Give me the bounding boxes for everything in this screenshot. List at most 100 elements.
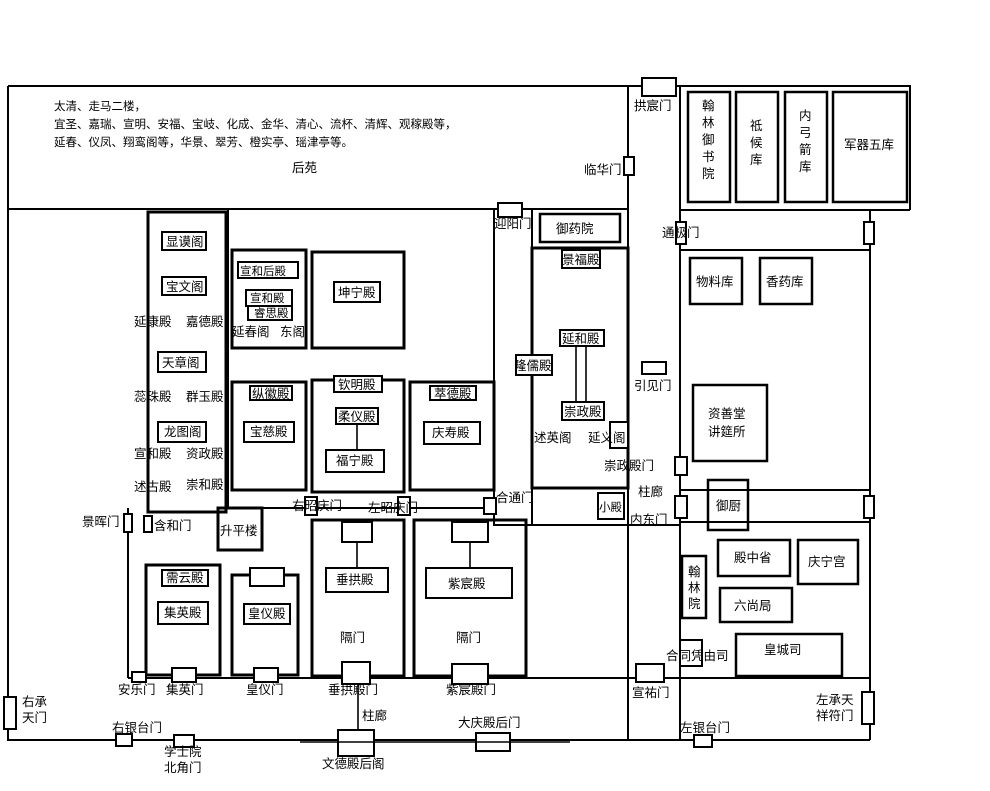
xiao-dian-label: 小殿 bbox=[599, 500, 622, 514]
xuanyou-men-label: 宣祐门 bbox=[632, 685, 670, 700]
xiangyao-ku-label: 香药库 bbox=[766, 274, 804, 289]
youzhao-men-label: 右昭庆门 bbox=[292, 498, 342, 513]
chuigong-dianmen-label: 垂拱殿门 bbox=[328, 682, 378, 697]
neigong-jianku-label-2: 箭 bbox=[799, 142, 812, 157]
xianmo-ge-label: 显谟阁 bbox=[166, 234, 204, 249]
huangcheng-si-box bbox=[734, 632, 844, 678]
dong-ge-label: 东阁 bbox=[280, 324, 305, 339]
neigong-jianku-label-0: 内 bbox=[799, 108, 812, 123]
hanlin-yuan-box bbox=[680, 554, 708, 620]
anle-men-label: 安乐门 bbox=[118, 682, 156, 697]
wende-houge-block bbox=[337, 729, 375, 757]
qingshou-pavilion bbox=[423, 421, 481, 445]
yuchu-box bbox=[706, 478, 750, 532]
xueshi-gate-block bbox=[173, 734, 195, 748]
neigong-jianku-box bbox=[783, 90, 829, 204]
hetong-pingyousi-label: 合同凭由司 bbox=[666, 648, 729, 663]
liushang-ju-label: 六尚局 bbox=[734, 598, 772, 613]
tongji-gate-block-2 bbox=[863, 221, 875, 245]
wuhui-pavilion bbox=[249, 385, 293, 401]
hetong-gate-block bbox=[483, 497, 497, 515]
zishan-tang-box bbox=[691, 383, 769, 463]
shengping-lou-label: 升平楼 bbox=[220, 523, 258, 538]
hanlin-yuan-label-0: 翰 bbox=[688, 564, 701, 579]
hehe-gate-block bbox=[143, 515, 153, 533]
gongchen-men-label: 拱宸门 bbox=[634, 98, 672, 113]
shuying-ge-label: 述英阁 bbox=[534, 430, 572, 445]
funing-dian-label: 福宁殿 bbox=[336, 453, 374, 468]
cuide-dian-label: 萃德殿 bbox=[434, 386, 472, 401]
hanlin-yushuyuan-label-3: 书 bbox=[702, 149, 715, 164]
linhua-men-label: 临华门 bbox=[584, 162, 622, 177]
tongji-men-label: 通极门 bbox=[662, 225, 700, 240]
you-yintai-men-label: 右银台门 bbox=[112, 720, 162, 735]
longtu-pavilion bbox=[157, 421, 207, 443]
hanlin-yushuyuan-box bbox=[686, 90, 732, 204]
yanli-dian-label: 延康殿 bbox=[134, 314, 172, 329]
ge-men-1-label: 隔门 bbox=[340, 630, 365, 645]
zichen-gate-block bbox=[451, 663, 489, 685]
kunning-dian-label: 坤宁殿 bbox=[338, 285, 376, 300]
zishan-tang-label-1: 讲筵所 bbox=[708, 424, 746, 439]
daqing-dian-houmen-label: 大庆殿后门 bbox=[458, 715, 521, 730]
xueshi-yuan-label-1: 北角门 bbox=[164, 760, 202, 775]
zhulang2-label: 柱廊 bbox=[362, 708, 387, 723]
chuigong-dian-label: 垂拱殿 bbox=[336, 572, 374, 587]
zichen-pavilion bbox=[425, 567, 513, 599]
zhulang-label: 柱廊 bbox=[638, 484, 663, 499]
huangyi-north bbox=[249, 567, 285, 587]
you-chengtian-gate-block bbox=[3, 696, 17, 730]
linhua-gate-block bbox=[623, 156, 635, 176]
jiade-dian-label: 嘉德殿 bbox=[186, 314, 224, 329]
yinjian-gate-block bbox=[641, 361, 667, 375]
sheng-ping-east-block bbox=[863, 495, 875, 519]
huangyi-gate-block bbox=[253, 667, 279, 683]
qingning-gong-label: 庆宁宫 bbox=[808, 554, 846, 569]
yuchu-label: 御厨 bbox=[716, 498, 741, 513]
funing-court bbox=[310, 378, 406, 494]
chuigong-court bbox=[310, 518, 406, 678]
jiying-gate-block bbox=[171, 667, 197, 683]
zhihou-ku-label-1: 候 bbox=[750, 135, 763, 150]
hanlin-yushuyuan-label-2: 御 bbox=[702, 132, 715, 147]
xuanhe-dian2-label: 宣和殿 bbox=[134, 446, 172, 461]
you-chengtian-men-label-0: 右承 bbox=[22, 694, 48, 709]
chonghe-dian-label: 崇和殿 bbox=[186, 477, 224, 492]
jingfu-dian-label: 景福殿 bbox=[562, 252, 600, 267]
zichen-dian-label: 紫宸殿 bbox=[448, 576, 486, 591]
xuanyou-gate-block bbox=[635, 663, 665, 683]
baoci-pavilion bbox=[243, 421, 295, 443]
zichen-north bbox=[451, 521, 489, 543]
gongchen-gate-block bbox=[641, 77, 677, 97]
zhihou-ku-box bbox=[734, 90, 780, 204]
xuanhe-dian-label: 宣和殿 bbox=[250, 291, 285, 305]
zichen-dianmen-label: 紫宸殿门 bbox=[446, 682, 496, 697]
dianzhong-sheng-label: 殿中省 bbox=[734, 550, 772, 565]
baowen-pavilion bbox=[161, 276, 207, 296]
jiying-men-label: 集英门 bbox=[166, 682, 204, 697]
kunning-pavilion bbox=[333, 281, 381, 303]
zizheng-dian-label: 资政殿 bbox=[186, 446, 224, 461]
neidong-men-label: 内东门 bbox=[630, 512, 668, 527]
zuo-chengtian-men-label-0: 左承天 bbox=[816, 692, 854, 707]
jinghui-men-label: 景晖门 bbox=[82, 514, 120, 529]
mid-court bbox=[493, 209, 680, 526]
yanchun-ge-label: 延春阁 bbox=[232, 324, 270, 339]
tongji-gate-block bbox=[675, 221, 687, 245]
chongzheng-gate-block bbox=[674, 456, 688, 476]
xiangyao-ku-box bbox=[758, 256, 814, 306]
hetong-pingyou-block bbox=[679, 639, 703, 667]
huangyi-pavilion bbox=[243, 603, 291, 625]
chongzheng-dian-label: 崇政殿 bbox=[564, 404, 602, 419]
qingshou-court bbox=[408, 380, 496, 492]
qinming-pavilion bbox=[333, 375, 383, 393]
zuozhao-gate-block bbox=[397, 496, 411, 516]
kunning-court bbox=[310, 250, 406, 350]
you-yintai-gate-block bbox=[115, 733, 133, 747]
hetong-men-label: 合通门 bbox=[496, 490, 534, 505]
yingyang-gate-block bbox=[497, 202, 523, 218]
longtu-ge-label: 龙图阁 bbox=[164, 424, 202, 439]
wuliao-ku-label: 物料库 bbox=[696, 274, 734, 289]
qingshou-dian-label: 庆寿殿 bbox=[432, 425, 470, 440]
